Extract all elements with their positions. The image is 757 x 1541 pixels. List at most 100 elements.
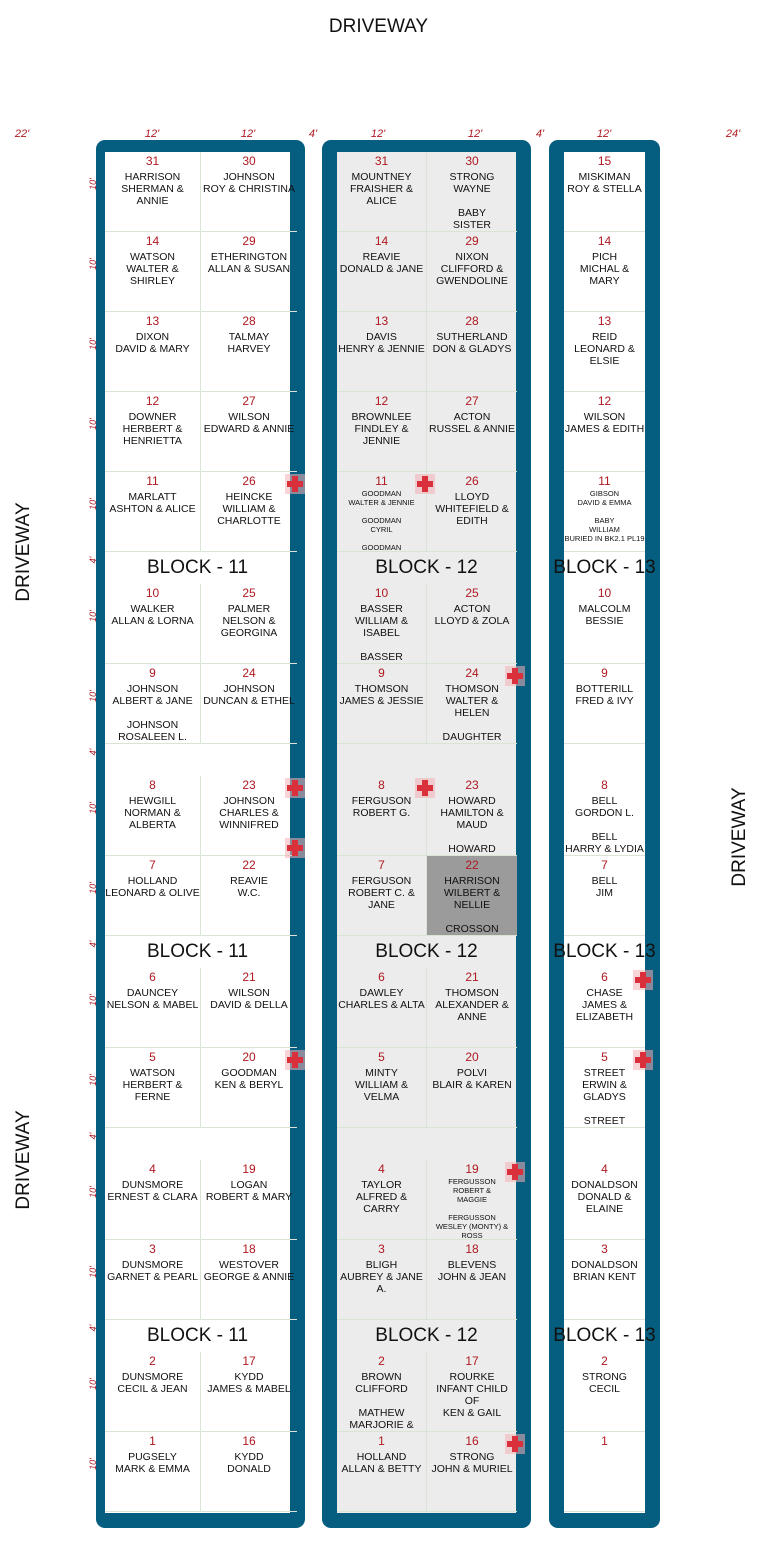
plot-names: REID LEONARD & ELSIE bbox=[574, 331, 635, 367]
column-dimension: 12' bbox=[240, 128, 256, 140]
column-dimension: 4' bbox=[535, 128, 545, 140]
plot-number: 1 bbox=[601, 1434, 608, 1448]
plot-names: KYDD JAMES & MABEL bbox=[207, 1371, 291, 1395]
column-dimension: 12' bbox=[144, 128, 160, 140]
plot-number: 1 bbox=[149, 1434, 156, 1448]
burial-plot[interactable]: 1 bbox=[564, 1432, 645, 1512]
plot-number: 3 bbox=[149, 1242, 156, 1256]
plot-names: DONALDSON BRIAN KENT bbox=[571, 1259, 638, 1283]
plot-number: 13 bbox=[145, 314, 160, 328]
plot-number: 28 bbox=[242, 314, 256, 328]
plot-number: 18 bbox=[242, 1242, 256, 1256]
block-label: BLOCK - 11 bbox=[146, 941, 249, 962]
plot-number: 17 bbox=[242, 1354, 256, 1368]
plot-names: WILSON DAVID & DELLA bbox=[210, 987, 288, 1011]
plot-number: 7 bbox=[378, 858, 385, 872]
plot-names: WILSON EDWARD & ANNIE bbox=[203, 411, 295, 435]
cross-icon bbox=[505, 1434, 525, 1454]
plot-number: 10 bbox=[374, 586, 389, 600]
plot-names: MINTY WILLIAM & VELMA bbox=[354, 1067, 409, 1103]
plot-number: 4 bbox=[149, 1162, 156, 1176]
plot-number: 21 bbox=[242, 970, 256, 984]
plot-names: DIXON DAVID & MARY bbox=[115, 331, 190, 355]
plot-names: DAUNCEY NELSON & MABEL bbox=[106, 987, 199, 1011]
plot-names: TAYLOR ALFRED & CARRY bbox=[355, 1179, 408, 1215]
